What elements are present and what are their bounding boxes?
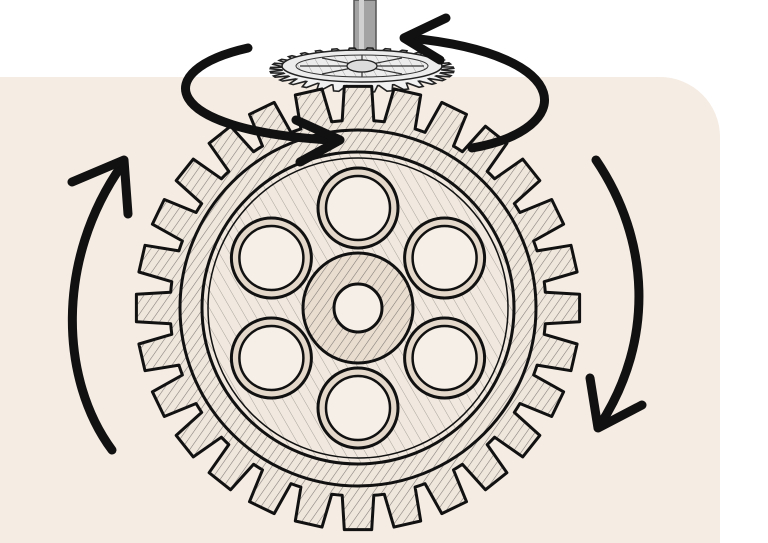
rotate-right-down-arrow <box>585 155 647 433</box>
rotate-left-up-arrow <box>67 155 133 455</box>
spoke-hole <box>324 174 392 242</box>
spoke-holes <box>229 166 487 450</box>
spoke-hole <box>238 324 305 392</box>
pinion-rotation-arrow <box>181 13 549 167</box>
pinion-gear <box>269 47 455 93</box>
gear-hub <box>301 251 415 365</box>
spoke-hole <box>324 374 392 442</box>
spoke-hole <box>411 224 478 292</box>
spoke-hole <box>238 224 305 292</box>
spoke-hole <box>411 324 478 392</box>
